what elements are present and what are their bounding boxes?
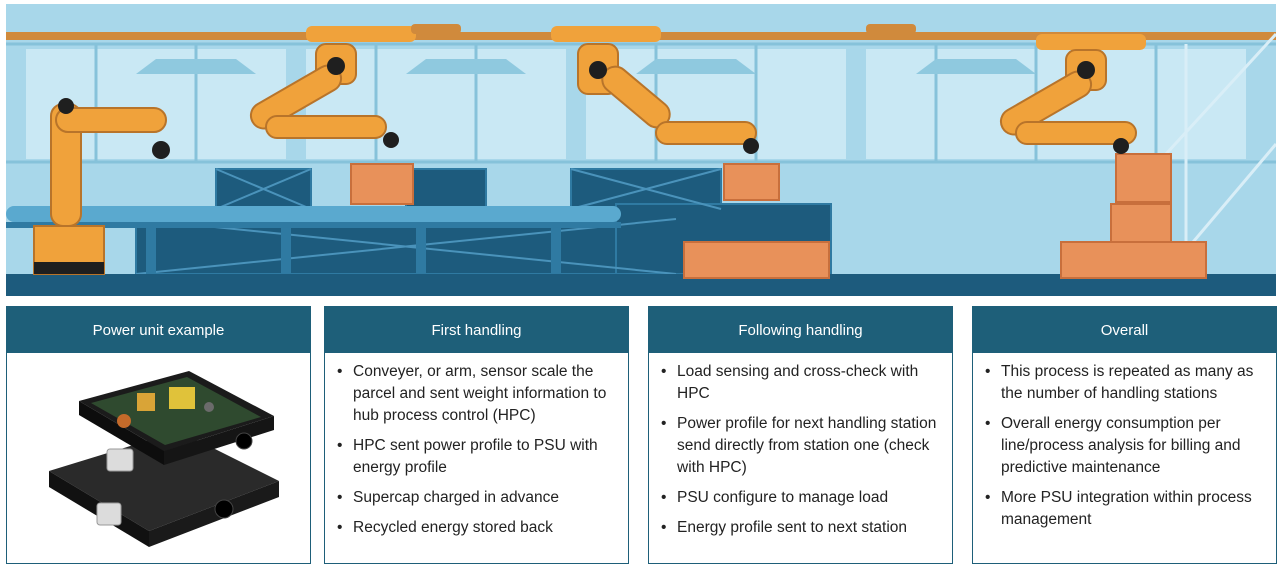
bullet-item: Load sensing and cross-check with HPC <box>659 361 942 405</box>
bullet-item: Power profile for next handling station … <box>659 413 942 479</box>
first-handling-panel: First handling Conveyer, or arm, sensor … <box>324 306 629 564</box>
bullet-item: Overall energy consumption per line/proc… <box>983 413 1266 479</box>
bullet-list: Conveyer, or arm, sensor scale the parce… <box>325 353 628 539</box>
panel-title: Overall <box>973 307 1276 353</box>
bullet-item: Supercap charged in advance <box>335 487 618 509</box>
bullet-item: Recycled energy stored back <box>335 517 618 539</box>
panel-title: Power unit example <box>7 307 310 353</box>
overall-panel: Overall This process is repeated as many… <box>972 306 1277 564</box>
following-handling-panel: Following handling Load sensing and cros… <box>648 306 953 564</box>
bullet-item: More PSU integration within process mana… <box>983 487 1266 531</box>
panel-title: First handling <box>325 307 628 353</box>
bullet-item: Energy profile sent to next station <box>659 517 942 539</box>
bullet-item: HPC sent power profile to PSU with energ… <box>335 435 618 479</box>
panel-title: Following handling <box>649 307 952 353</box>
bullet-list: This process is repeated as many as the … <box>973 353 1276 531</box>
bullet-item: This process is repeated as many as the … <box>983 361 1266 405</box>
bullet-item: Conveyer, or arm, sensor scale the parce… <box>335 361 618 427</box>
factory-robot-arms-illustration <box>6 4 1276 296</box>
bullet-list: Load sensing and cross-check with HPC Po… <box>649 353 952 539</box>
power-unit-panel: Power unit example <box>6 306 311 564</box>
power-supply-unit-photo <box>49 371 279 547</box>
bullet-item: PSU configure to manage load <box>659 487 942 509</box>
